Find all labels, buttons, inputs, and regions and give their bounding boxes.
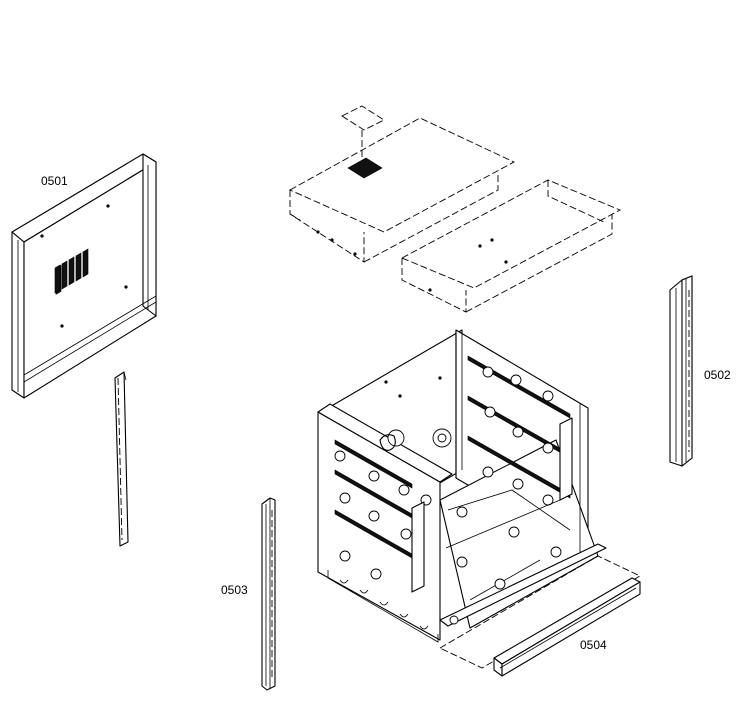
side-rail-0502 — [669, 275, 693, 467]
rear-panel-0501 — [11, 153, 157, 399]
vent-slots — [54, 248, 89, 294]
callout-0503: 0503 — [221, 583, 248, 597]
side-rail-bracket — [114, 371, 129, 547]
heat-shield-channel — [400, 179, 622, 313]
callout-0502: 0502 — [704, 368, 731, 382]
callout-0504: 0504 — [580, 638, 607, 652]
top-cover — [288, 105, 516, 263]
oven-cavity-frame — [317, 329, 607, 643]
side-rail-0503 — [261, 497, 276, 691]
bottom-rail-0504 — [439, 555, 641, 677]
callout-0501: 0501 — [41, 174, 68, 188]
